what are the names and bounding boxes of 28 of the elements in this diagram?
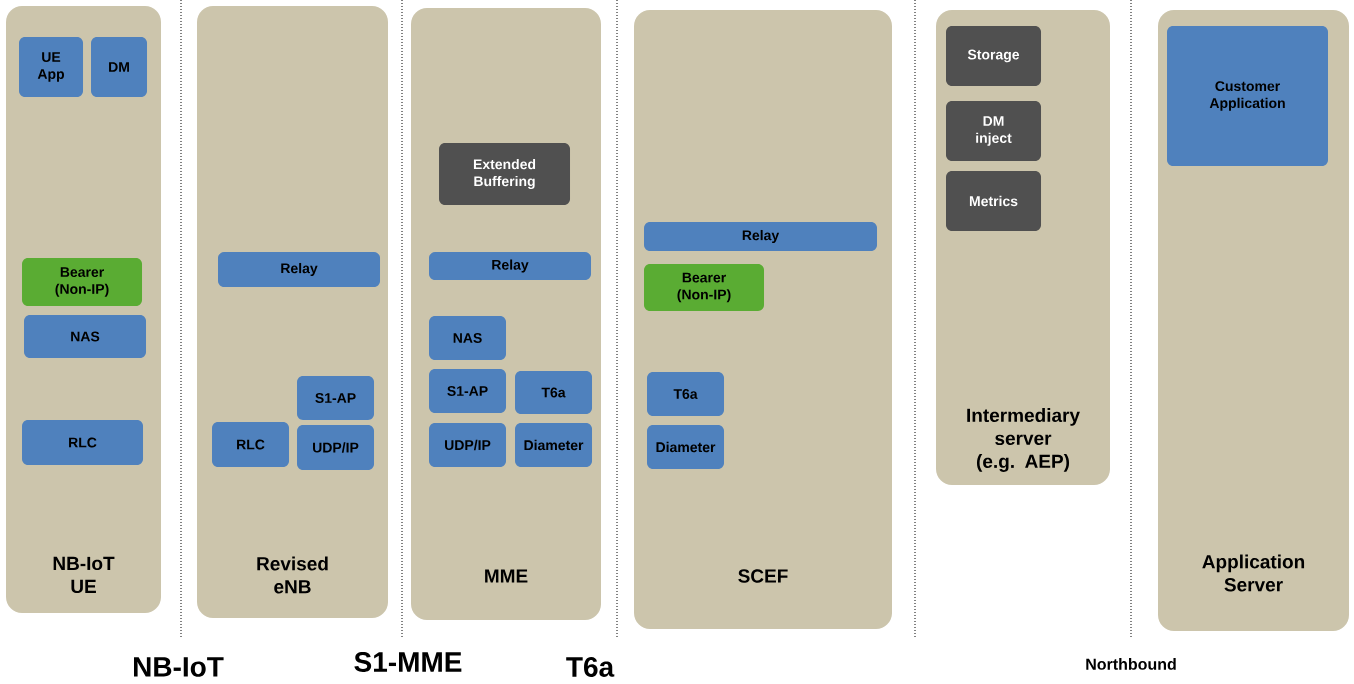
layer-box: DM [91,37,147,97]
layer-box: Customer Application [1167,26,1328,166]
function-box: Metrics [946,171,1041,231]
interface-label: T6a [566,657,615,677]
interface-label: S1-MME [354,652,462,672]
bearer-box: Bearer (Non-IP) [22,258,142,306]
layer-box: T6a [515,371,592,414]
layer-box: UE App [19,37,83,97]
layer-box: Diameter [647,425,724,469]
layer-box: RLC [22,420,143,465]
layer-box: UDP/IP [429,423,506,467]
function-box: DM inject [946,101,1041,161]
layer-box: RLC [212,422,289,467]
layer-box: NAS [429,316,506,360]
bearer-box: Bearer (Non-IP) [644,264,764,311]
layer-box: Relay [644,222,877,251]
layer-box: NAS [24,315,146,358]
layer-box: Relay [218,252,380,287]
interface-label: NB-IoT [134,657,224,677]
layer-box: UDP/IP [297,425,374,470]
interface-label: Northbound [1086,658,1176,670]
layer-box: Diameter [515,423,592,467]
function-box: Storage [946,26,1041,86]
layer-box: S1-AP [429,369,506,413]
function-box: Extended Buffering [439,143,570,205]
layer-box: S1-AP [297,376,374,420]
layer-box: Relay [429,252,591,280]
layer-box: T6a [647,372,724,416]
